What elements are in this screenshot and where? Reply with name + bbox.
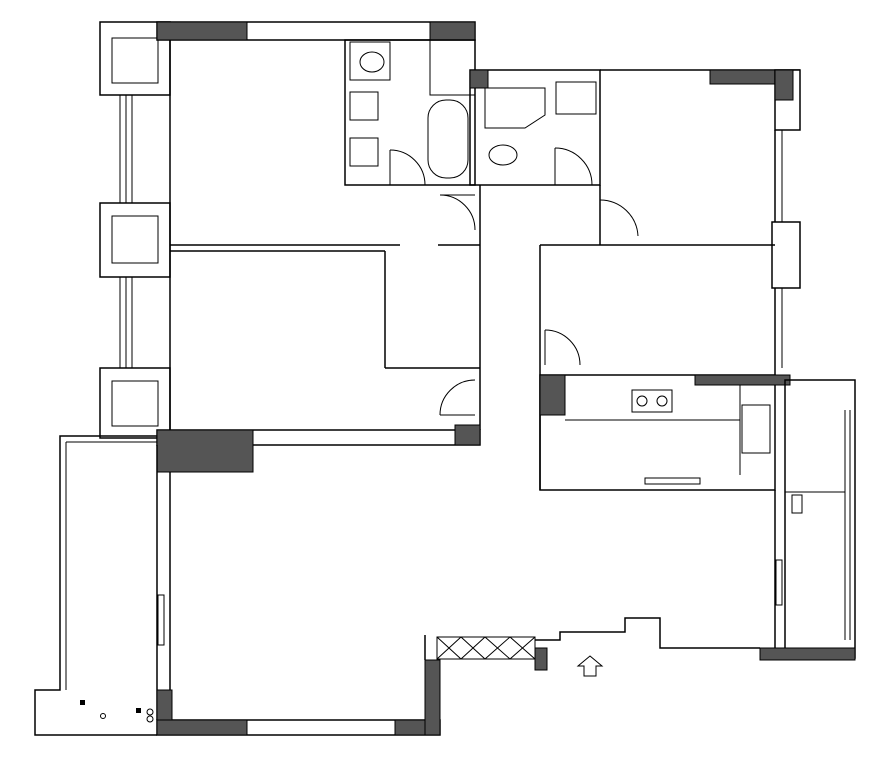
sink-icon	[349, 91, 379, 121]
master-bathroom	[344, 39, 476, 186]
corridor-walls	[170, 185, 481, 430]
top-wall	[156, 21, 476, 430]
sink-icon	[349, 137, 379, 167]
entrance-arrow-icon	[576, 655, 604, 677]
right-bedroom	[539, 69, 801, 490]
window-icon	[436, 636, 536, 660]
bathtub-icon	[427, 99, 469, 179]
right-balcony	[759, 379, 856, 661]
living-room	[156, 424, 783, 736]
sink-icon	[555, 81, 597, 115]
kitchen-sink-icon	[741, 404, 771, 454]
toilet-icon	[488, 144, 518, 166]
stove-icon	[631, 389, 673, 413]
left-window-bays	[99, 21, 171, 439]
second-bathroom	[469, 69, 601, 186]
left-balcony	[34, 435, 157, 736]
toilet-icon	[359, 51, 385, 73]
kitchen	[539, 374, 791, 491]
